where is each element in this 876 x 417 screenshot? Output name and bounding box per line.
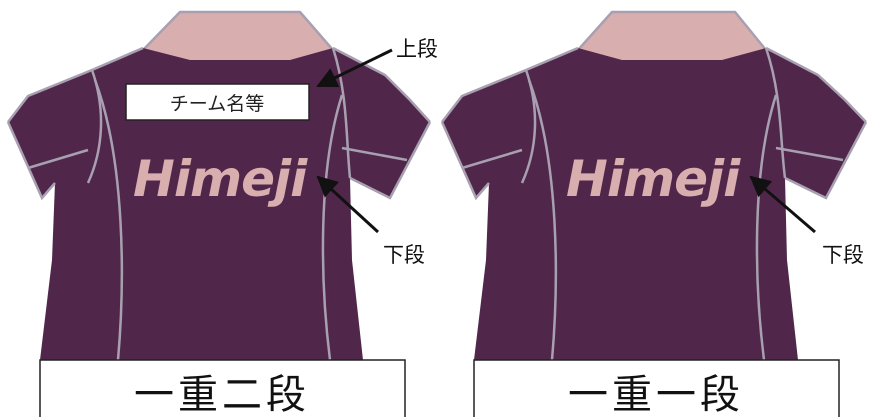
panel-left: チーム名等 Himeji 上段 下段 一重二段 xyxy=(6,10,438,417)
caption-box xyxy=(473,359,840,417)
arrow-upper xyxy=(316,48,393,88)
callout-upper-label: 上段 xyxy=(396,37,438,61)
arrow-lower xyxy=(316,175,380,234)
team-name-box xyxy=(125,83,310,121)
callout-lower-label: 下段 xyxy=(822,243,864,267)
collar-right xyxy=(575,10,769,64)
arrow-lower xyxy=(749,175,816,234)
collar-left xyxy=(140,10,336,64)
brand-print: Himeji xyxy=(566,150,741,208)
shirt-body-left xyxy=(8,48,430,417)
caption-box xyxy=(39,359,406,417)
seams-right xyxy=(440,46,868,361)
brand-print: Himeji xyxy=(133,150,308,208)
caption-text: 一重一段 xyxy=(568,372,744,417)
jersey-right xyxy=(440,10,868,417)
jersey-left xyxy=(6,10,432,417)
callout-lower-label: 下段 xyxy=(383,243,425,267)
team-name-label: チーム名等 xyxy=(170,93,264,115)
caption-text: 一重二段 xyxy=(134,372,310,417)
panel-right: Himeji 下段 一重一段 xyxy=(440,10,868,417)
seams-left xyxy=(6,46,432,361)
